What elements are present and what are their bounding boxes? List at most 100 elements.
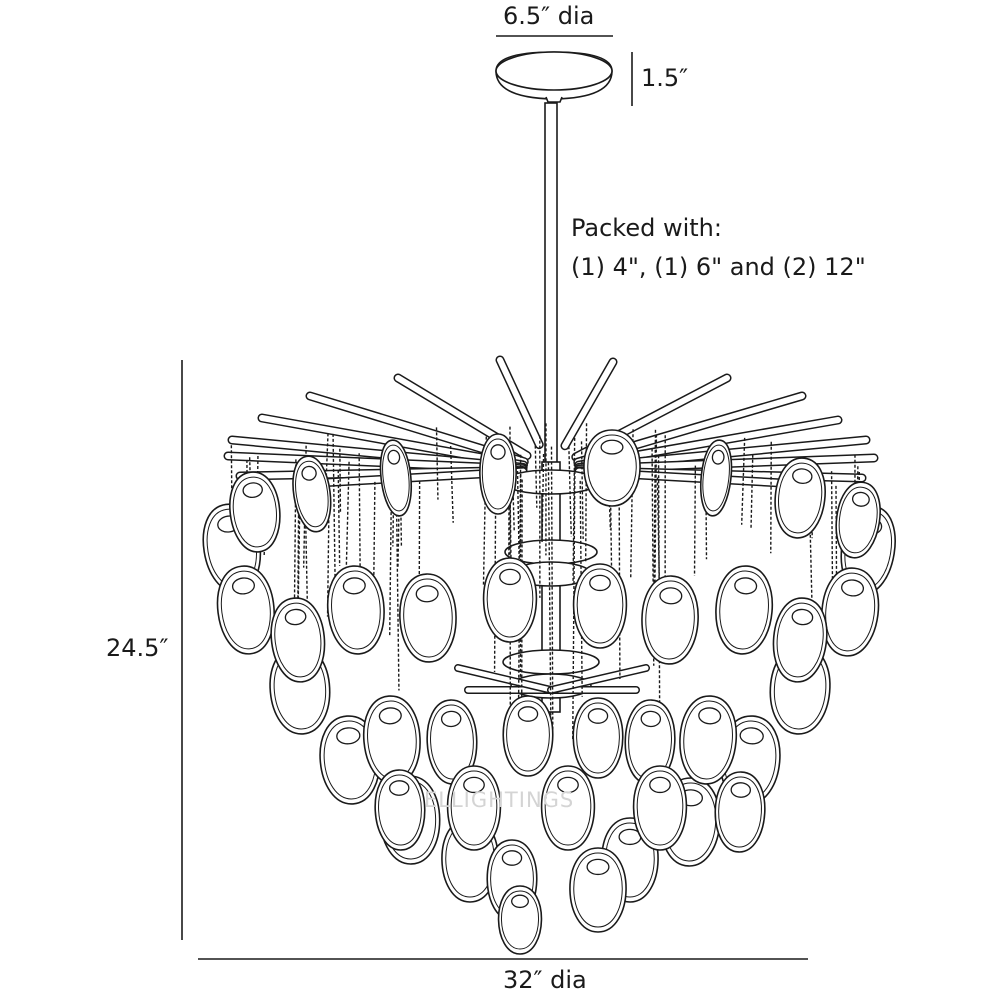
shell: [624, 699, 676, 785]
chain: [653, 429, 657, 594]
shell-hole: [841, 579, 865, 597]
shell-hole: [587, 708, 609, 724]
down-rod: [544, 102, 558, 464]
shell: [426, 699, 478, 785]
shell-hole: [640, 710, 662, 728]
chain: [449, 445, 454, 523]
shell-hole: [586, 858, 610, 876]
shell-edge: [331, 570, 381, 650]
chain: [435, 427, 439, 500]
fixture-diameter-label: 32″ dia: [503, 966, 587, 994]
shell-edge: [778, 462, 823, 534]
shell-edge: [719, 570, 769, 650]
shell-edge: [576, 568, 624, 644]
shell-body: [446, 765, 502, 851]
shell-body: [482, 557, 538, 643]
shell: [497, 885, 543, 955]
chain: [511, 452, 515, 532]
shell: [374, 769, 426, 851]
shell-hole: [440, 710, 462, 728]
shell-edge: [274, 602, 322, 678]
shell: [679, 695, 738, 785]
chain: [808, 489, 813, 600]
shell-body: [821, 567, 880, 657]
shell-edge: [486, 562, 534, 638]
chain: [534, 445, 538, 508]
chain: [830, 471, 834, 626]
shell-hole: [301, 465, 317, 481]
shell-body: [772, 597, 828, 683]
shell-body: [399, 573, 457, 663]
fixture-height-label: 24.5″: [106, 634, 169, 662]
shell: [540, 765, 596, 851]
canopy-neck: [545, 96, 563, 103]
shells: [202, 429, 896, 955]
shell-edge: [645, 580, 695, 660]
shell-body: [714, 771, 766, 853]
shell: [229, 471, 281, 553]
shell-edge: [683, 700, 733, 780]
shell-body: [216, 565, 275, 655]
shell: [774, 457, 826, 539]
chain: [656, 477, 661, 586]
shell-body: [774, 457, 826, 539]
shell: [714, 771, 766, 853]
shell-edge: [232, 476, 277, 548]
canopy-top: [495, 51, 613, 91]
shell: [502, 695, 554, 777]
canopy-diameter-label: 6.5″ dia: [503, 2, 595, 30]
shell: [572, 697, 624, 779]
shell-edge: [587, 434, 637, 502]
shell-edge: [576, 702, 620, 774]
shell-hole: [557, 776, 579, 794]
arm-inner: [497, 357, 543, 448]
shell: [379, 439, 412, 517]
shell-hole: [600, 439, 624, 455]
shell-edge: [544, 770, 592, 846]
shell-body: [641, 575, 699, 665]
chain: [740, 437, 746, 525]
shell-edge: [220, 570, 271, 650]
chain: [337, 470, 341, 566]
shell-edge: [501, 890, 539, 950]
arm-inner: [225, 453, 527, 472]
shell-hole: [499, 568, 521, 586]
canopy-height-label: 1.5″: [641, 64, 689, 92]
chain: [584, 423, 588, 562]
shell: [569, 847, 627, 933]
shell-body: [632, 765, 688, 851]
shell: [399, 573, 457, 663]
shell-hole: [659, 587, 683, 605]
shell-hole: [463, 776, 485, 794]
chain: [304, 475, 309, 617]
shell-body: [270, 597, 326, 683]
shell-hole: [231, 577, 255, 595]
shell-edge: [573, 852, 623, 928]
shell-edge: [295, 460, 329, 528]
shell-edge: [378, 774, 422, 846]
shell-body: [679, 695, 738, 785]
shell-edge: [825, 572, 876, 652]
shell-body: [326, 565, 385, 655]
shell-body: [715, 565, 774, 655]
dimension-lines: [181, 35, 808, 960]
shell-edge: [450, 770, 498, 846]
shell-hole: [739, 727, 764, 745]
chain: [693, 465, 697, 576]
column-ring: [502, 649, 600, 675]
shell-body: [374, 769, 426, 851]
shell: [821, 567, 880, 657]
shell-hole: [517, 706, 539, 722]
shell: [482, 557, 538, 643]
watermark: ELLIGHTINGS: [424, 788, 575, 812]
shell-hole: [388, 780, 410, 796]
shell-body: [229, 471, 281, 553]
shell-edge: [838, 486, 878, 554]
shell-hole: [851, 491, 870, 507]
shell: [632, 765, 688, 851]
shell-edge: [506, 700, 550, 772]
shell-hole: [284, 608, 307, 626]
shell: [216, 565, 275, 655]
shell: [479, 433, 517, 515]
